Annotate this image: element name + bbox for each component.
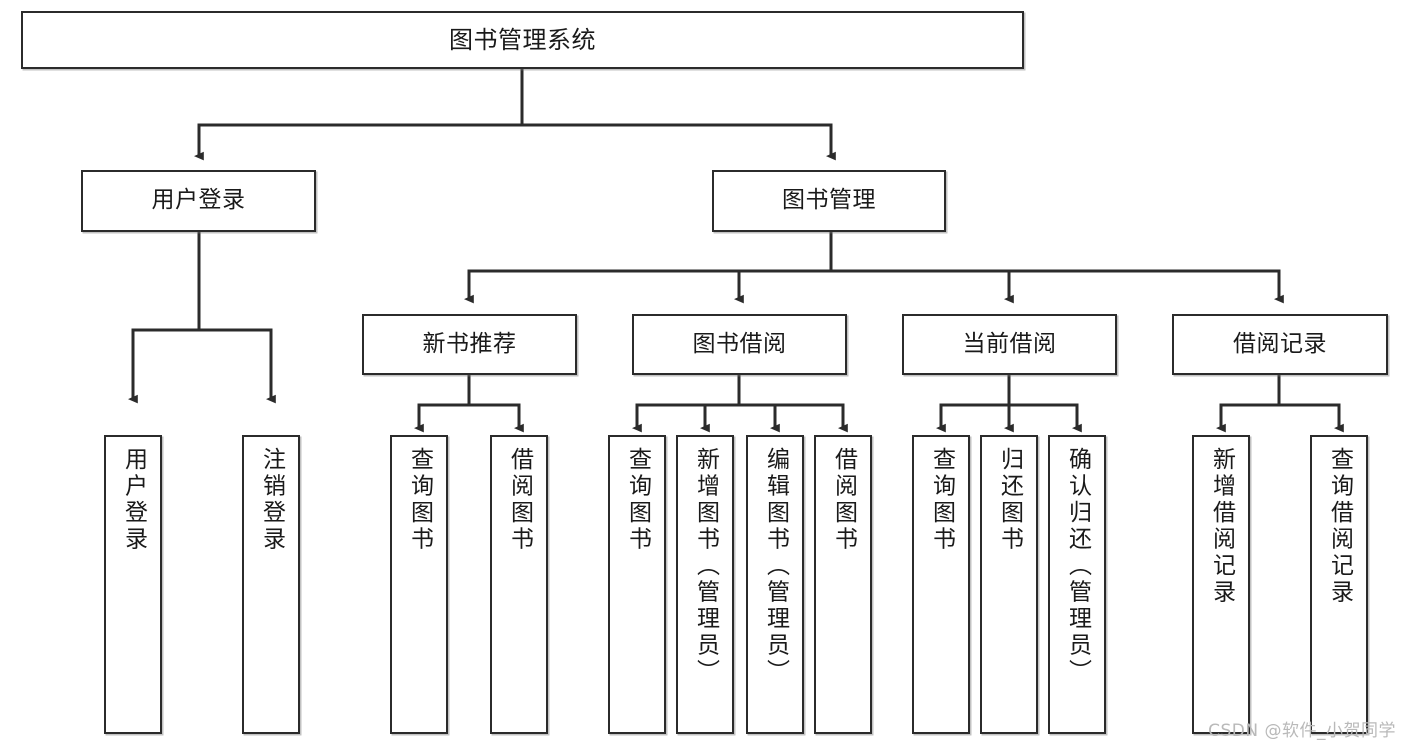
leaf-query-book-3[interactable]: 查询图书: [912, 435, 970, 734]
node-label: 新书推荐: [422, 330, 517, 357]
node-label: 新增图书（管理员）: [692, 447, 719, 686]
leaf-add-record[interactable]: 新增借阅记录: [1192, 435, 1250, 734]
leaf-logout[interactable]: 注销登录: [242, 435, 300, 734]
node-label: 编辑图书（管理员）: [762, 447, 789, 686]
node-label: 图书管理: [782, 187, 876, 214]
node-label: 借阅图书: [506, 447, 533, 553]
node-label: 查询图书: [406, 447, 433, 553]
leaf-add-book[interactable]: 新增图书（管理员）: [676, 435, 734, 734]
node-user-login[interactable]: 用户登录: [81, 170, 316, 232]
node-label: 图书借阅: [692, 330, 787, 357]
node-book-management[interactable]: 图书管理: [712, 170, 946, 232]
node-label: 用户登录: [120, 447, 147, 553]
leaf-edit-book[interactable]: 编辑图书（管理员）: [746, 435, 804, 734]
leaf-confirm-return[interactable]: 确认归还（管理员）: [1048, 435, 1106, 734]
node-label: 借阅图书: [830, 447, 857, 553]
leaf-query-book-1[interactable]: 查询图书: [390, 435, 448, 734]
node-new-book-recommend[interactable]: 新书推荐: [362, 314, 577, 375]
node-label: 用户登录: [151, 187, 246, 214]
node-label: 查询图书: [624, 447, 651, 553]
leaf-borrow-book-2[interactable]: 借阅图书: [814, 435, 872, 734]
leaf-query-record[interactable]: 查询借阅记录: [1310, 435, 1368, 734]
leaf-borrow-book-1[interactable]: 借阅图书: [490, 435, 548, 734]
node-book-borrow[interactable]: 图书借阅: [632, 314, 847, 375]
node-label: 新增借阅记录: [1208, 447, 1235, 606]
node-label: 图书管理系统: [449, 25, 596, 54]
node-current-borrow[interactable]: 当前借阅: [902, 314, 1117, 375]
leaf-query-book-2[interactable]: 查询图书: [608, 435, 666, 734]
leaf-return-book[interactable]: 归还图书: [980, 435, 1038, 734]
node-label: 确认归还（管理员）: [1064, 447, 1091, 686]
node-root-system[interactable]: 图书管理系统: [21, 11, 1024, 69]
node-label: 查询借阅记录: [1326, 447, 1353, 606]
node-label: 当前借阅: [962, 330, 1057, 357]
node-label: 查询图书: [928, 447, 955, 553]
node-label: 归还图书: [996, 447, 1023, 553]
node-label: 注销登录: [258, 447, 285, 553]
node-label: 借阅记录: [1233, 330, 1327, 357]
leaf-user-login[interactable]: 用户登录: [104, 435, 162, 734]
node-borrow-record[interactable]: 借阅记录: [1172, 314, 1388, 375]
